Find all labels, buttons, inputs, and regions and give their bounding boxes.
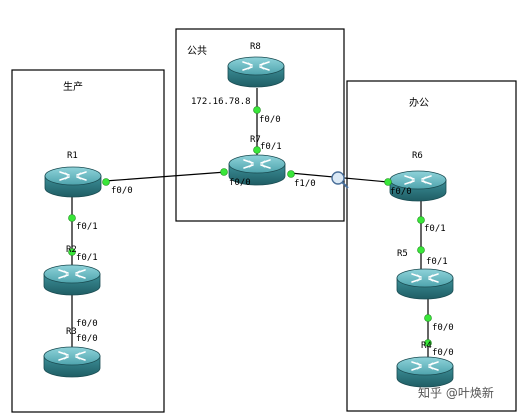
router-r4-label: R4: [421, 341, 432, 351]
r7-f01-label: f0/1: [260, 142, 282, 152]
router-r3-icon[interactable]: [43, 346, 101, 378]
zone-public-label: 公共: [187, 45, 207, 57]
router-r7-label: R7: [250, 135, 261, 145]
r1-f01-label: f0/1: [76, 222, 98, 232]
router-r3-label: R3: [66, 327, 77, 337]
router-r2-label: R2: [66, 245, 77, 255]
watermark-text: 知乎 @叶焕新: [418, 385, 494, 400]
r3-f00-label: f0/0: [76, 334, 98, 344]
r6-f01-label: f0/1: [424, 224, 446, 234]
port-dot-r8-f00: [253, 106, 261, 114]
port-dots: [68, 106, 432, 347]
router-r1-icon[interactable]: [44, 166, 102, 198]
router-r5-icon[interactable]: [396, 268, 454, 300]
port-dot-r7-f10: [287, 170, 295, 178]
links: [71, 88, 429, 360]
port-dot-r6-f01: [417, 216, 425, 224]
router-r5-label: R5: [397, 249, 408, 259]
port-dot-r2-f01: [68, 248, 76, 256]
r5-f01-label: f0/1: [426, 257, 448, 267]
port-dot-r1-f00: [102, 178, 110, 186]
zone-office-box: [346, 80, 517, 412]
r2-f01-label: f0/1: [76, 253, 98, 263]
zone-office-label: 办公: [409, 96, 429, 109]
r8-f00-label: f0/0: [259, 115, 281, 125]
router-r1-label: R1: [67, 151, 78, 161]
router-r6-label: R6: [412, 151, 423, 161]
r6-f00-label: f0/0: [390, 187, 412, 197]
r7-f10-label: f1/0: [294, 179, 316, 189]
zone-production-label: 生产: [63, 80, 83, 93]
port-dot-r5-f01: [417, 246, 425, 254]
r5-f00-label: f0/0: [432, 323, 454, 333]
zone-public-box: [175, 28, 345, 222]
r7-f00-label: f0/0: [229, 178, 251, 188]
zoom-cursor-icon: [331, 171, 349, 189]
port-dot-r5-f00: [424, 314, 432, 322]
port-dot-r7-f00: [220, 168, 228, 176]
port-dot-r6-f00: [384, 178, 392, 186]
r1-f00-label: f0/0: [111, 186, 133, 196]
router-r4-icon[interactable]: [396, 356, 454, 388]
r2-f00-label: f0/0: [76, 319, 98, 329]
router-r8-icon[interactable]: [227, 56, 285, 88]
router-r8-label: R8: [250, 42, 261, 52]
link-r1-r7: [104, 171, 227, 182]
r4-f00-label: f0/0: [432, 348, 454, 358]
port-dot-r7-f01: [253, 146, 261, 154]
router-r2-icon[interactable]: [43, 264, 101, 296]
r8-ip-label: 172.16.78.8: [191, 97, 251, 107]
port-dot-r4-f00: [424, 339, 432, 347]
port-dot-r1-f01: [68, 214, 76, 222]
zone-production-box: [11, 69, 165, 413]
